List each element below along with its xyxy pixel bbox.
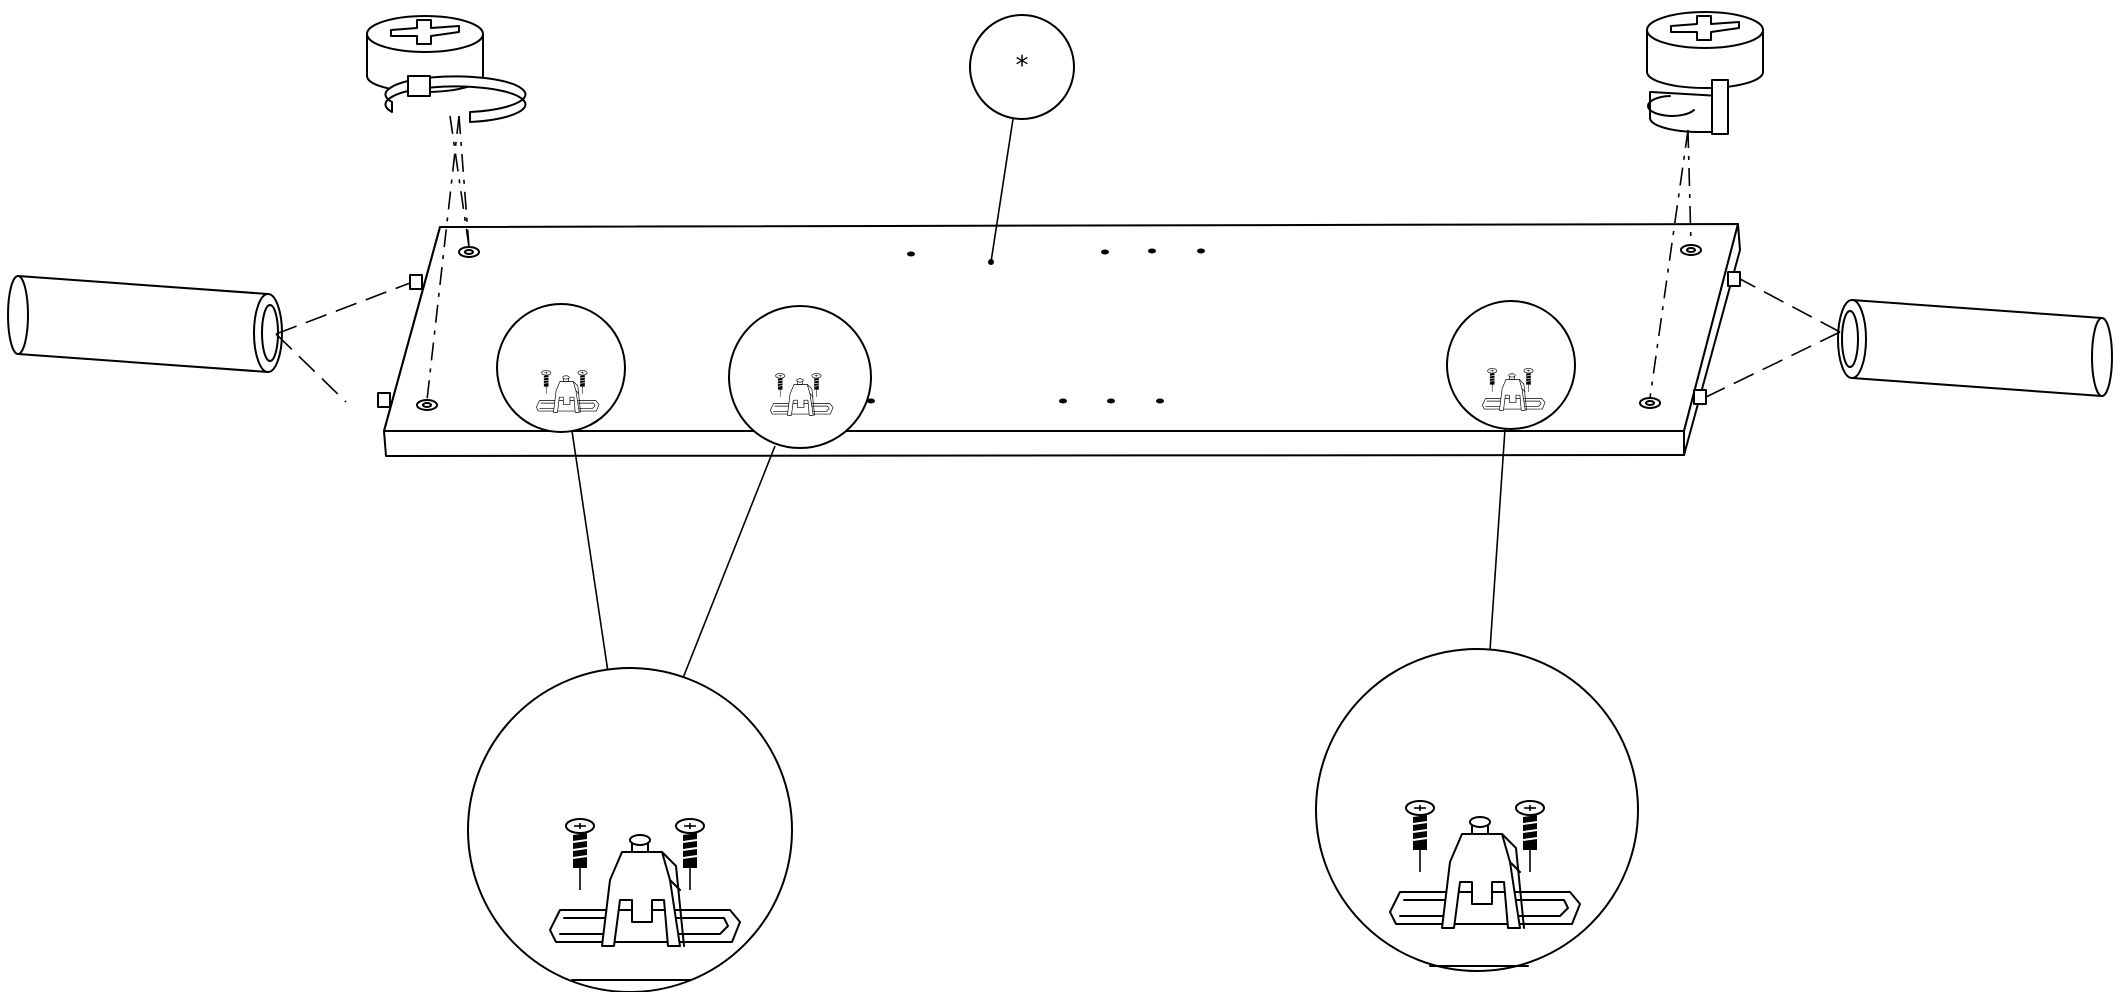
leader-line	[1489, 428, 1506, 651]
hinge-callout-small-2	[728, 305, 872, 449]
cam-lock-left	[366, 15, 527, 401]
roller-left	[7, 275, 411, 403]
hinge-detail-large-left	[467, 667, 793, 992]
reference-marker: *	[1016, 51, 1029, 81]
leader-line	[571, 430, 609, 673]
panel-board	[377, 223, 1741, 457]
roller-right	[1705, 278, 2113, 398]
cam-lock-right	[1646, 11, 1764, 399]
hinge-detail-large-right	[1315, 648, 1639, 972]
reference-callout: *	[969, 14, 1075, 263]
hinge-callout-small-1	[496, 303, 626, 433]
leader-line	[682, 445, 776, 679]
hinge-callout-small-3	[1446, 300, 1576, 430]
